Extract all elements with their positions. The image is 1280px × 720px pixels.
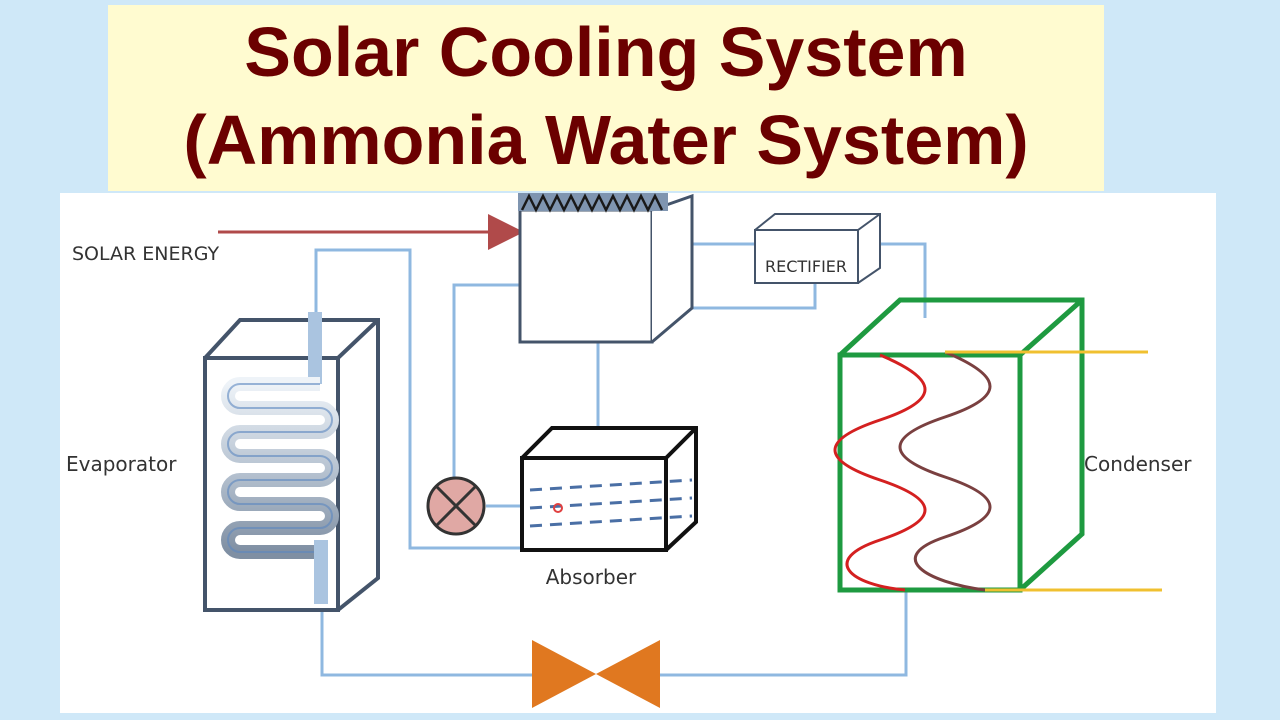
- pipe-rectifier-condenser: [880, 242, 927, 318]
- evaporator-coil: [221, 312, 339, 604]
- title-banner: Solar Cooling System (Ammonia Water Syst…: [108, 5, 1104, 191]
- generator: [518, 193, 694, 344]
- rectifier-label: RECTIFIER: [765, 257, 847, 276]
- condenser-coil-red: [833, 353, 927, 592]
- pipe-rectifier-return: [690, 283, 817, 310]
- condenser-label: Condenser: [1084, 452, 1192, 476]
- pipe-network: [314, 242, 927, 677]
- pump-icon: [426, 476, 486, 536]
- absorber: Absorber: [520, 426, 698, 589]
- condenser: Condenser: [833, 297, 1192, 593]
- collector-coil: [520, 193, 664, 213]
- pipe-generator-pump: [452, 283, 520, 482]
- expansion-valve-icon: [532, 640, 660, 708]
- absorber-tubes: [529, 478, 693, 528]
- page-subtitle: (Ammonia Water System): [183, 101, 1029, 179]
- rectifier: RECTIFIER: [754, 213, 881, 284]
- condenser-coil-brown: [898, 350, 992, 592]
- evaporator-label: Evaporator: [66, 452, 177, 476]
- solar-energy-label: SOLAR ENERGY: [72, 243, 219, 265]
- pipe-evaporator-absorber: [314, 248, 520, 550]
- absorber-marker: [553, 503, 563, 513]
- pipe-valve-condenser: [660, 592, 908, 677]
- absorber-label: Absorber: [546, 565, 637, 589]
- evaporator: Evaporator: [66, 312, 380, 612]
- page-title: Solar Cooling System: [244, 13, 968, 91]
- pipe-evaporator-valve: [320, 612, 532, 677]
